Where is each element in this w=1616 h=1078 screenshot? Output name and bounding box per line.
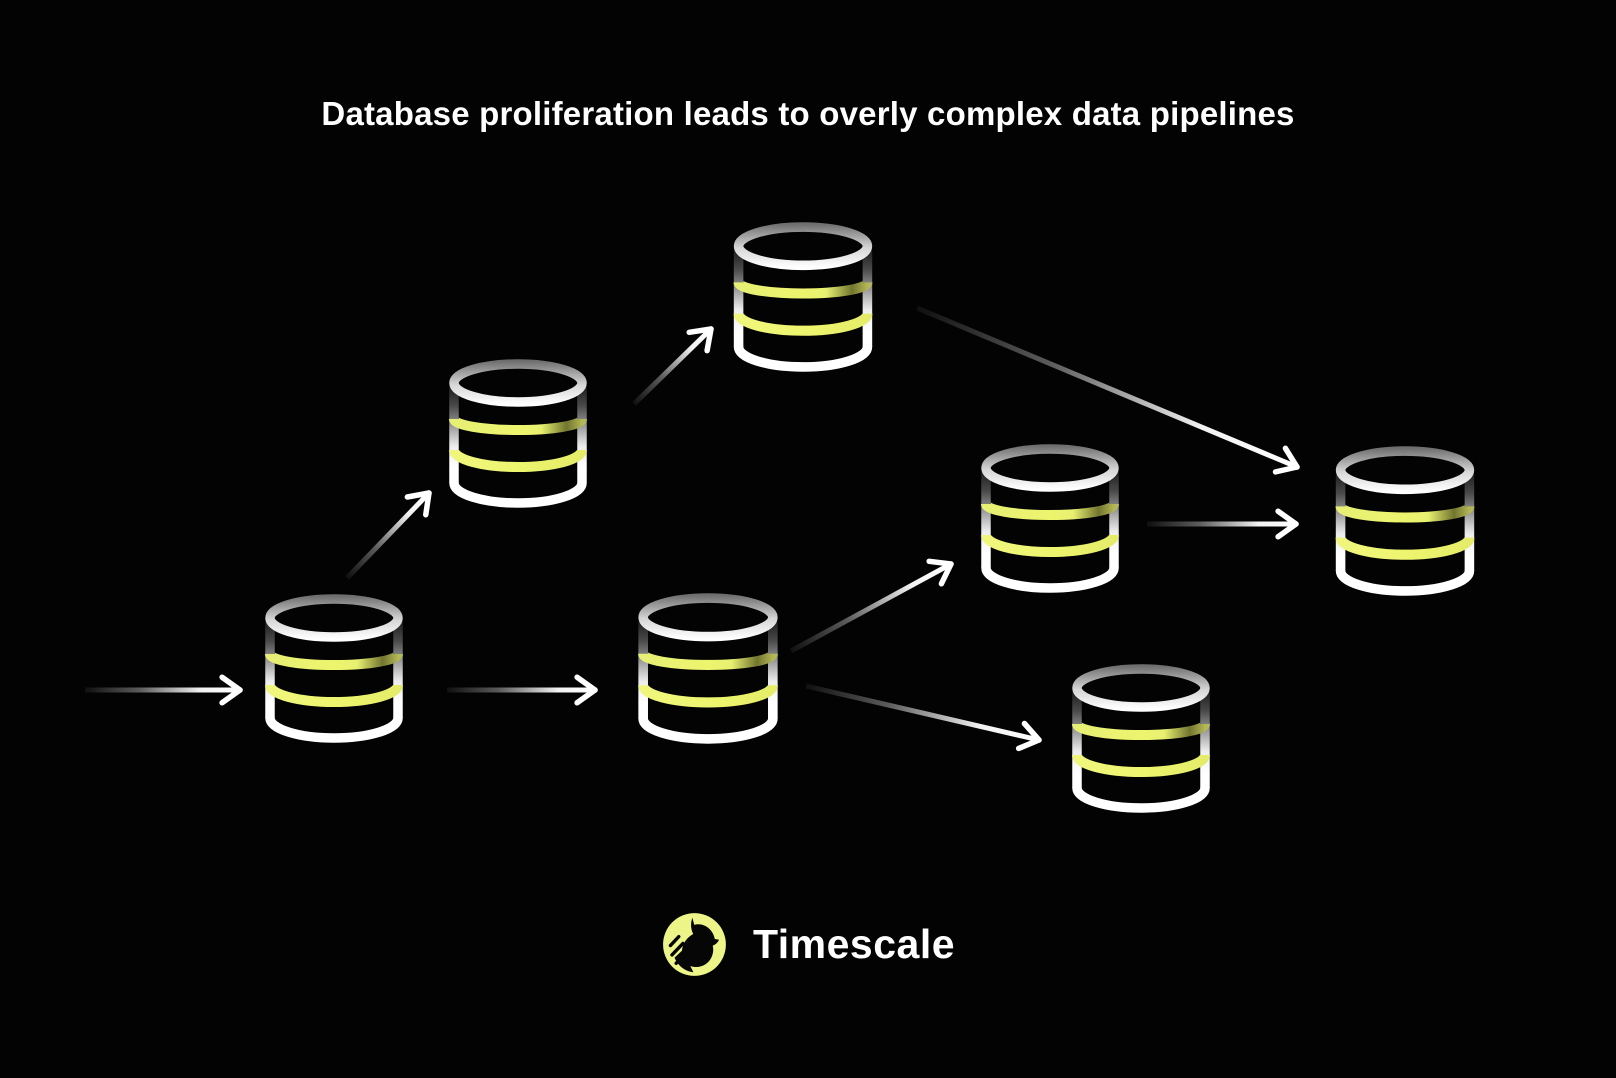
database-cylinder-icon xyxy=(265,594,403,743)
database-icon-2 xyxy=(445,357,591,511)
database-cylinder-icon xyxy=(1335,446,1475,596)
database-cylinder-icon xyxy=(449,359,587,508)
arrow-db-3-to-db-7 xyxy=(916,305,1300,475)
arrow-db-4-to-db-5 xyxy=(789,558,954,654)
database-icon-5 xyxy=(977,441,1123,597)
arrow-db-5-to-db-7 xyxy=(1147,508,1299,540)
database-icon-6 xyxy=(1068,661,1214,817)
database-icon-3 xyxy=(729,220,877,375)
diagram-title: Database proliferation leads to overly c… xyxy=(321,95,1295,132)
brand-wordmark: Timescale xyxy=(752,921,956,967)
timescale-logo: Timescale xyxy=(661,911,955,978)
arrow-db-1-to-db-4 xyxy=(447,674,598,706)
database-cylinder-icon xyxy=(733,222,873,372)
database-cylinder-icon xyxy=(638,593,778,744)
database-icon-7 xyxy=(1331,444,1479,599)
database-icon-1 xyxy=(261,592,407,746)
arrow-db-4-to-db-6 xyxy=(805,683,1042,752)
database-cylinder-icon xyxy=(981,444,1119,593)
database-icon-4 xyxy=(634,591,782,747)
arrow-db-2-to-db-3 xyxy=(632,326,714,406)
timescale-tiger-icon xyxy=(663,913,726,976)
arrow-input-to-db-1 xyxy=(85,674,243,706)
database-cylinder-icon xyxy=(1072,664,1210,813)
arrow-db-1-to-db-2 xyxy=(345,490,432,580)
